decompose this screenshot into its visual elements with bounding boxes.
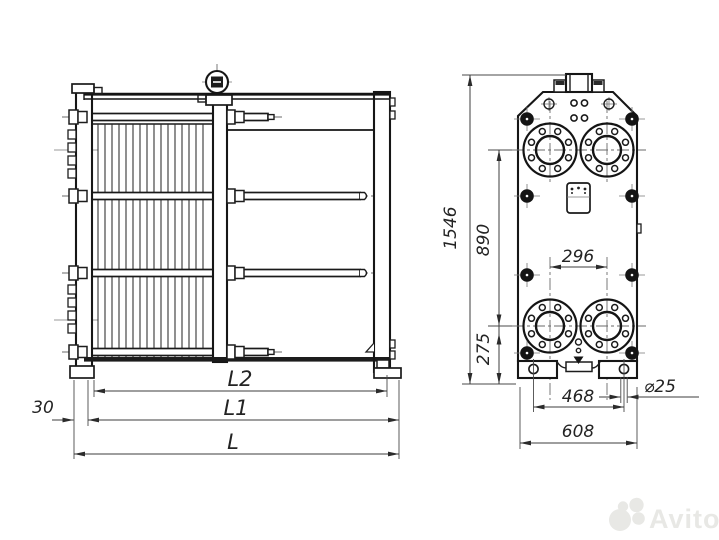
dim-label-hole-diameter: ⌀25 — [644, 377, 676, 397]
dim-label-275: 275 — [474, 333, 494, 365]
lifting-block — [553, 72, 605, 94]
dim-label-1546: 1546 — [441, 206, 461, 249]
dim-label-608: 608 — [562, 422, 595, 442]
side-view-drawing — [54, 64, 402, 379]
left-foot — [69, 365, 95, 379]
avito-logo-icon — [609, 497, 645, 531]
carrying-bar — [83, 92, 390, 131]
front-feet — [516, 356, 639, 380]
watermark-text: Avito — [649, 504, 719, 534]
center-notch — [573, 356, 584, 364]
side-view-dimensions: L2 L1 30 L — [32, 367, 400, 459]
fixed-frame-plate — [74, 83, 94, 370]
dim-label-468: 468 — [562, 387, 595, 407]
dim-label-l1: L1 — [223, 396, 248, 420]
front-view-dimensions: 1546 890 275 296 468 ⌀25 608 — [441, 74, 699, 449]
nameplate — [566, 182, 591, 214]
guide-bar — [84, 357, 390, 362]
side-tab — [636, 223, 642, 234]
dim-label-30: 30 — [32, 398, 54, 418]
dim-label-296: 296 — [562, 247, 595, 267]
top-brackets — [71, 83, 233, 106]
avito-watermark: Avito — [609, 497, 719, 534]
column-foot — [373, 359, 402, 379]
nozzle-studs — [67, 129, 77, 334]
roller — [204, 69, 230, 95]
support-column — [372, 90, 392, 374]
column-gusset — [364, 342, 375, 353]
dim-label-l: L — [227, 430, 239, 454]
dim-label-l2: L2 — [227, 367, 252, 391]
mounting-holes — [543, 98, 615, 354]
dim-label-890: 890 — [474, 224, 494, 256]
plate-pack — [92, 123, 213, 357]
front-view-drawing — [512, 72, 646, 400]
pressure-plate — [211, 93, 229, 364]
